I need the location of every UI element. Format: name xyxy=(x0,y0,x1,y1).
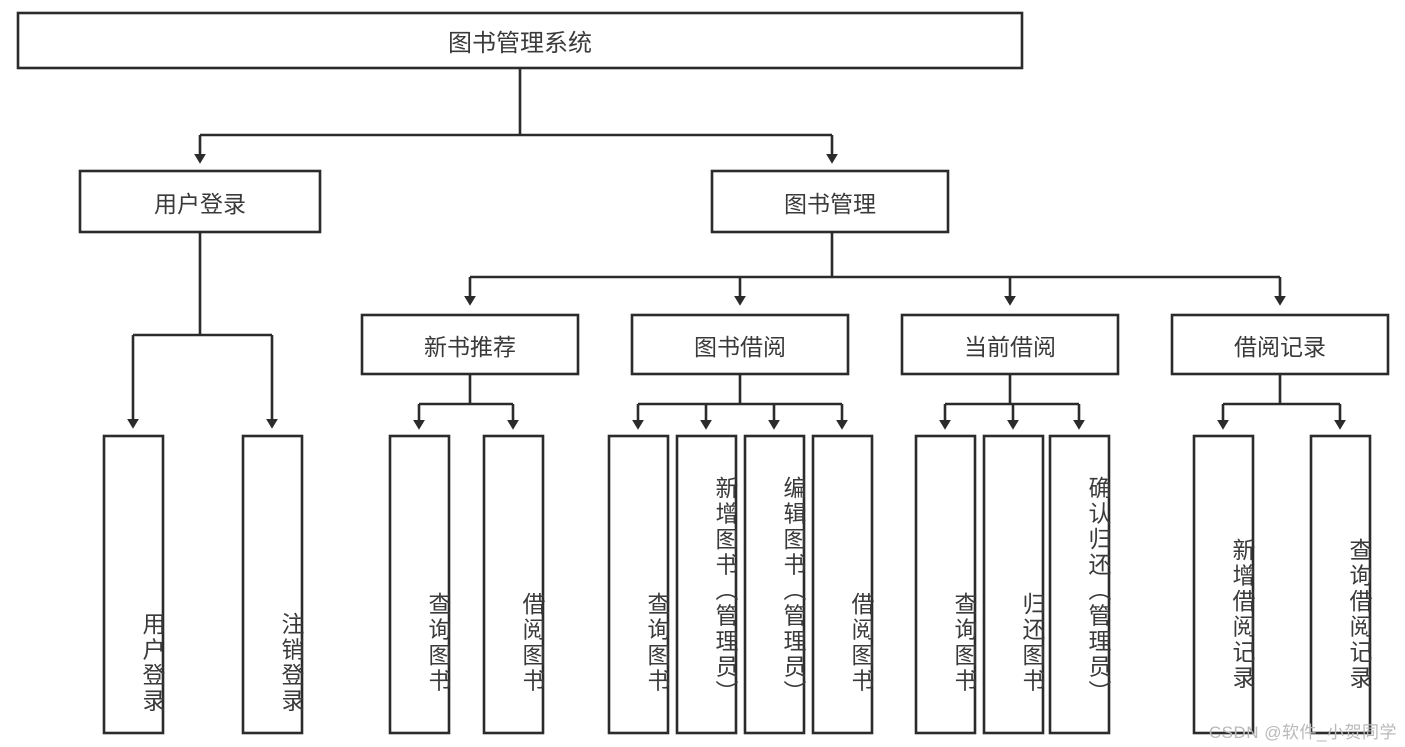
leaf-box-user-login-2[interactable] xyxy=(241,434,304,735)
leaf-box-current-borrow-1[interactable] xyxy=(914,434,977,735)
leaf-box-borrow-record-2[interactable] xyxy=(1309,434,1372,735)
node-book-management-box[interactable] xyxy=(710,169,950,234)
leaf-label-current-borrow-1: 查询图书 xyxy=(951,591,977,694)
connector-book-mgmt-trunk xyxy=(470,232,1280,279)
leaf-label-borrow-record-2: 查询借阅记录 xyxy=(1346,538,1372,691)
leaf-label-book-borrow-4: 借阅图书 xyxy=(848,591,874,694)
leaf-box-book-borrow-1[interactable] xyxy=(607,434,670,735)
leaf-box-current-borrow-3[interactable] xyxy=(1048,434,1111,735)
leaf-label-new-book-1: 查询图书 xyxy=(425,591,451,694)
connector-user-login-trunk xyxy=(133,232,272,337)
watermark-text: CSDN @软件_小贺同学 xyxy=(1208,723,1397,742)
leaf-label-user-login-1: 用户登录 xyxy=(139,611,165,714)
leaf-label-user-login-2: 注销登录 xyxy=(278,611,304,714)
leaf-label-current-borrow-2: 归还图书 xyxy=(1019,591,1045,694)
node-borrow-record-box[interactable] xyxy=(1170,313,1390,376)
node-current-borrow-label: 当前借阅 xyxy=(964,333,1056,360)
leaf-label-book-borrow-1: 查询图书 xyxy=(644,591,670,694)
node-new-book-recommend-box[interactable] xyxy=(360,313,580,376)
leaf-box-current-borrow-2[interactable] xyxy=(982,434,1045,735)
leaf-label-borrow-record-1: 新增借阅记录 xyxy=(1229,538,1255,691)
node-root-box[interactable] xyxy=(16,11,1024,70)
node-book-borrow-box[interactable] xyxy=(630,313,850,376)
connector-current-borrow-trunk xyxy=(945,374,1079,406)
connector-root-to-level2 xyxy=(200,68,832,137)
connector-book-borrow-trunk xyxy=(638,374,842,406)
leaf-box-borrow-record-1[interactable] xyxy=(1192,434,1255,735)
leaf-box-new-book-1[interactable] xyxy=(388,434,451,735)
connector-borrow-record-trunk xyxy=(1223,374,1340,406)
leaf-box-book-borrow-2[interactable] xyxy=(675,434,738,735)
node-book-borrow-label: 图书借阅 xyxy=(694,333,786,360)
node-new-book-recommend-label: 新书推荐 xyxy=(424,333,516,360)
node-current-borrow-box[interactable] xyxy=(900,313,1120,376)
leaf-box-user-login-1[interactable] xyxy=(102,434,165,735)
leaf-box-new-book-2[interactable] xyxy=(482,434,545,735)
leaf-label-book-borrow-3: 编辑图书（管理员） xyxy=(780,475,806,706)
leaf-label-new-book-2: 借阅图书 xyxy=(519,591,545,694)
node-root-label: 图书管理系统 xyxy=(448,30,592,57)
node-borrow-record-label: 借阅记录 xyxy=(1234,333,1326,360)
leaf-box-book-borrow-3[interactable] xyxy=(743,434,806,735)
node-user-login-label: 用户登录 xyxy=(154,190,246,217)
connector-new-book-trunk xyxy=(419,374,513,406)
leaf-label-current-borrow-3: 确认归还（管理员） xyxy=(1085,475,1111,706)
leaf-label-book-borrow-2: 新增图书（管理员） xyxy=(712,475,738,706)
node-book-management-label: 图书管理 xyxy=(784,190,876,217)
leaf-box-book-borrow-4[interactable] xyxy=(811,434,874,735)
